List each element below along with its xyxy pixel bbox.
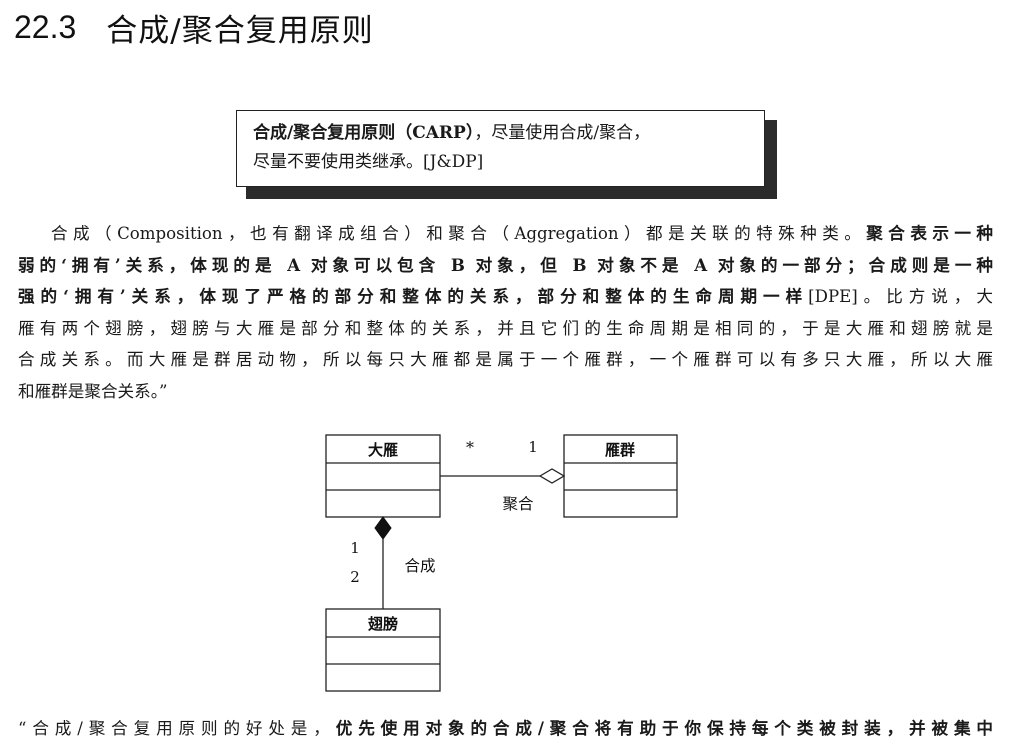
callout-principle-name: 合成/聚合复用原则（CARP） <box>253 123 475 143</box>
multiplicity-flock-side: 1 <box>528 438 538 456</box>
composition-association: 1 2 合成 <box>350 516 436 609</box>
hollow-diamond-icon <box>538 468 566 484</box>
callout-line-1-rest: ，尽量使用合成/聚合， <box>474 123 651 143</box>
paragraph-line-3-normal: [DPE]。比方说，大 <box>808 287 994 306</box>
body-paragraph: 合成（Composition，也有翻译成组合）和聚合（Aggregation）都… <box>18 218 993 407</box>
principle-callout-box: 合成/聚合复用原则（CARP），尽量使用合成/聚合， 尽量不要使用类继承。[J&… <box>236 110 765 187</box>
bottom-line: “合成/聚合复用原则的好处是，优先使用对象的合成/聚合将有助于你保持每个类被封装… <box>18 713 993 745</box>
paragraph-line-3: 强的‘拥有’关系，体现了严格的部分和整体的关系，部分和整体的生命周期一样[DPE… <box>18 281 993 313</box>
multiplicity-composition-bottom: 2 <box>350 568 360 586</box>
paragraph-line-2: 弱的‘拥有’关系，体现的是 A 对象可以包含 B 对象，但 B 对象不是 A 对… <box>18 250 993 282</box>
paragraph-line-1-normal: 合成（Composition，也有翻译成组合）和聚合（Aggregation）都… <box>51 224 867 243</box>
section-number: 22.3 <box>14 8 77 45</box>
multiplicity-goose-side: * <box>466 438 474 457</box>
paragraph-line-1-bold: 聚合表示一种 <box>866 223 993 243</box>
bottom-paragraph: “合成/聚合复用原则的好处是，优先使用对象的合成/聚合将有助于你保持每个类被封装… <box>18 713 993 745</box>
multiplicity-composition-top: 1 <box>350 539 360 557</box>
aggregation-association: * 1 聚合 <box>440 438 566 513</box>
class-flock: 雁群 <box>563 434 678 518</box>
section-heading: 22.3 合成/聚合复用原则 <box>14 2 374 52</box>
composition-label: 合成 <box>404 557 435 575</box>
class-wing-name: 翅膀 <box>367 615 398 633</box>
aggregation-label: 聚合 <box>502 495 534 513</box>
class-wing: 翅膀 <box>325 608 441 692</box>
callout-line-1: 合成/聚合复用原则（CARP），尽量使用合成/聚合， <box>253 119 750 148</box>
paragraph-line-6: 和雁群是聚合关系。” <box>18 381 168 401</box>
paragraph-line-4: 雁有两个翅膀，翅膀与大雁是部分和整体的关系，并且它们的生命周期是相同的，于是大雁… <box>18 318 993 338</box>
bottom-line-bold: 优先使用对象的合成/聚合将有助于你保持每个类被封装，并被集中 <box>335 718 994 738</box>
bottom-line-normal: “合成/聚合复用原则的好处是， <box>18 719 336 738</box>
class-goose: 大雁 <box>325 434 441 518</box>
class-goose-name: 大雁 <box>368 441 398 459</box>
class-flock-name: 雁群 <box>605 441 635 459</box>
paragraph-line-1: 合成（Composition，也有翻译成组合）和聚合（Aggregation）都… <box>18 218 993 250</box>
section-title: 合成/聚合复用原则 <box>106 12 374 49</box>
paragraph-line-2-bold: 弱的‘拥有’关系，体现的是 A 对象可以包含 B 对象，但 B 对象不是 A 对… <box>18 254 993 275</box>
paragraph-line-3-bold: 强的‘拥有’关系，体现了严格的部分和整体的关系，部分和整体的生命周期一样 <box>18 286 809 306</box>
callout-line-2: 尽量不要使用类继承。[J&DP] <box>253 152 484 172</box>
paragraph-line-5: 合成关系。而大雁是群居动物，所以每只大雁都是属于一个雁群，一个雁群可以有多只大雁… <box>18 350 993 369</box>
filled-diamond-icon <box>374 516 392 540</box>
